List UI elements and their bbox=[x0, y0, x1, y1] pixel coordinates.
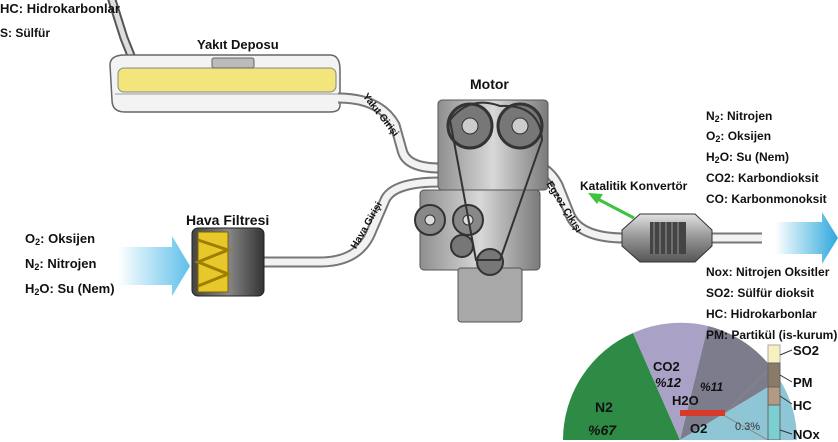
bar-label-so2: SO2 bbox=[793, 343, 820, 358]
pollutant-so2: SO2: Sülfür dioksit bbox=[706, 286, 815, 300]
bar-label-nox: NOx bbox=[793, 427, 820, 442]
pie-label-n2: N2 bbox=[595, 399, 613, 415]
engine-label: Motor bbox=[470, 76, 509, 92]
output-co: CO: Karbonmonoksit bbox=[706, 192, 827, 206]
pie-label-co2: CO2 bbox=[653, 359, 680, 374]
pie-pct-h2o: %11 bbox=[700, 380, 724, 394]
exhaust-composition-pie bbox=[563, 322, 797, 440]
legend-hc: HC: Hidrokarbonlar bbox=[0, 1, 120, 16]
air-line bbox=[262, 176, 441, 268]
pie-label-o2: O2 bbox=[690, 421, 708, 436]
output-n2: N2: Nitrojen bbox=[706, 109, 773, 124]
legend-s: S: Sülfür bbox=[0, 26, 50, 40]
output-co2: CO2: Karbondioksit bbox=[706, 171, 819, 185]
pollutant-pm: PM: Partikül (is-kurum) bbox=[706, 328, 838, 342]
input-n2: N2: Nitrojen bbox=[25, 256, 97, 272]
air-filter-label: Hava Filtresi bbox=[186, 212, 270, 228]
catalytic-converter-label: Katalitik Konvertör bbox=[580, 179, 688, 193]
pie-slice-co2 bbox=[633, 322, 708, 440]
fuel-filler-neck bbox=[107, 0, 137, 63]
pie-label-h2o: H2O bbox=[672, 393, 699, 408]
pollutant-nox: Nox: Nitrojen Oksitler bbox=[706, 265, 830, 279]
output-o2: O2: Oksijen bbox=[706, 129, 772, 144]
pie-pct-n2: %67 bbox=[588, 422, 617, 438]
exhaust-outlet-arrow bbox=[775, 212, 838, 264]
fuel-tank-label: Yakıt Deposu bbox=[197, 37, 279, 52]
catalytic-converter bbox=[621, 213, 713, 263]
air-inlet-arrow bbox=[118, 236, 190, 296]
input-o2: O2: Oksijen bbox=[25, 231, 96, 247]
fuel-tank bbox=[109, 54, 341, 113]
input-h2o: H2O: Su (Nem) bbox=[25, 281, 115, 297]
engine-block bbox=[414, 99, 549, 323]
pie-slice-other bbox=[680, 410, 725, 416]
output-h2o: H2O: Su (Nem) bbox=[706, 150, 790, 165]
catalyst-pointer-arrow bbox=[588, 193, 635, 220]
pollutant-bar bbox=[767, 344, 793, 440]
bar-label-pm: PM bbox=[793, 375, 813, 390]
pie-pct-other: 0.3% bbox=[735, 421, 761, 433]
bar-label-hc: HC bbox=[793, 398, 812, 413]
air-filter bbox=[191, 227, 265, 297]
pie-slice-n2 bbox=[563, 333, 680, 440]
pollutant-hc: HC: Hidrokarbonlar bbox=[706, 307, 817, 321]
fuel-line bbox=[337, 92, 441, 174]
pie-pct-co2: %12 bbox=[655, 375, 682, 390]
